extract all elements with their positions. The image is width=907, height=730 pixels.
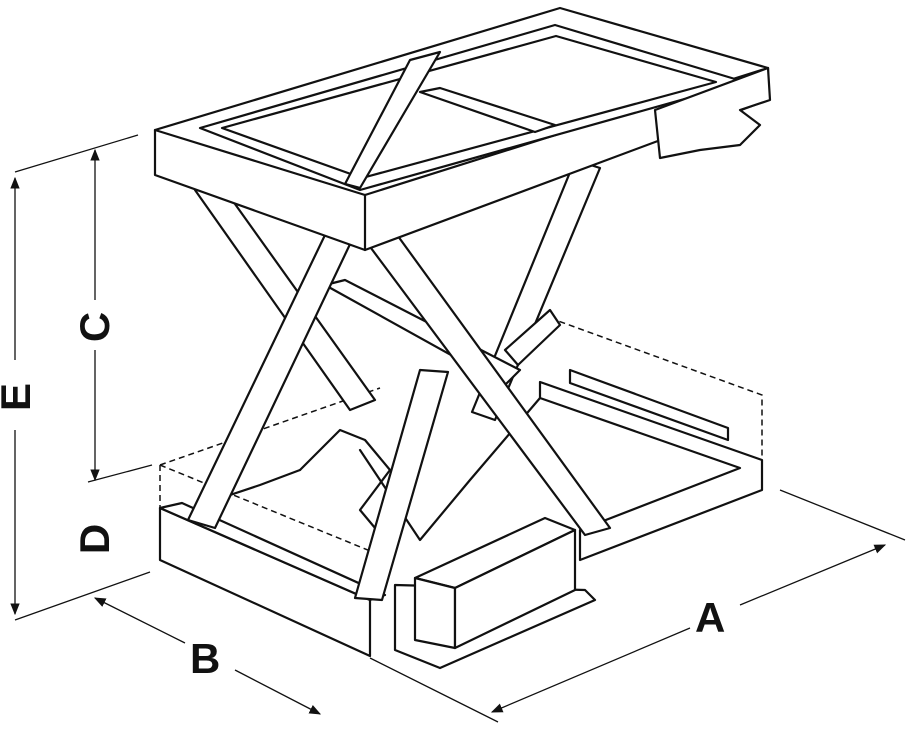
dimension-label-b: B <box>190 635 221 682</box>
dimension-label-a: A <box>695 594 726 641</box>
top-platform <box>153 6 772 252</box>
dimension-label-e: E <box>0 383 39 411</box>
front-scissor-arms <box>186 230 612 602</box>
dimension-label-c: C <box>71 311 119 343</box>
dimension-label-d: D <box>71 523 119 555</box>
motor-unit <box>393 516 597 670</box>
dimension-lines <box>10 134 906 723</box>
